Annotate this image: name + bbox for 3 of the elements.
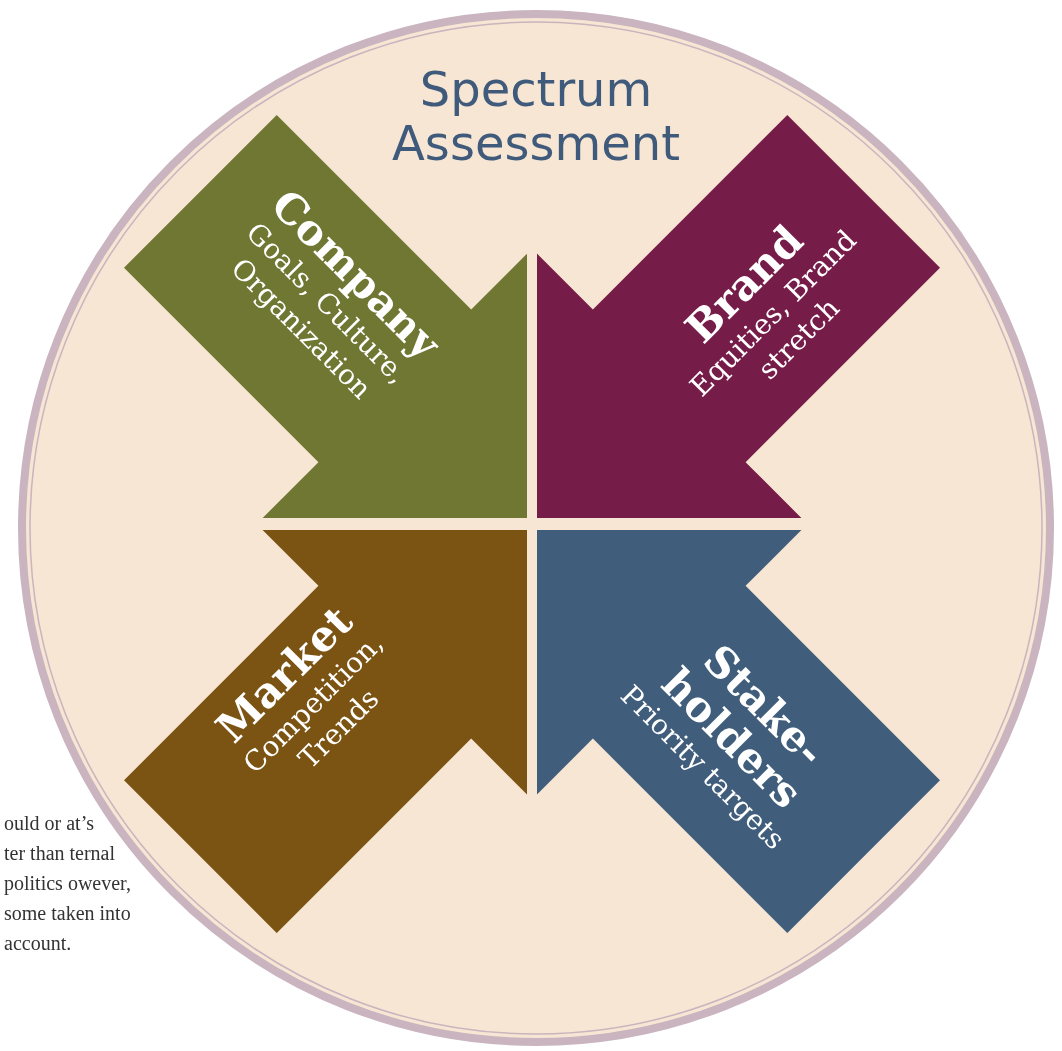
- body-text: ould or at’s ter than ternal politics owever, some taken into account.: [4, 811, 132, 956]
- circle-heading: Spectrum Assessment: [391, 62, 681, 170]
- arrow-shape: [537, 530, 941, 934]
